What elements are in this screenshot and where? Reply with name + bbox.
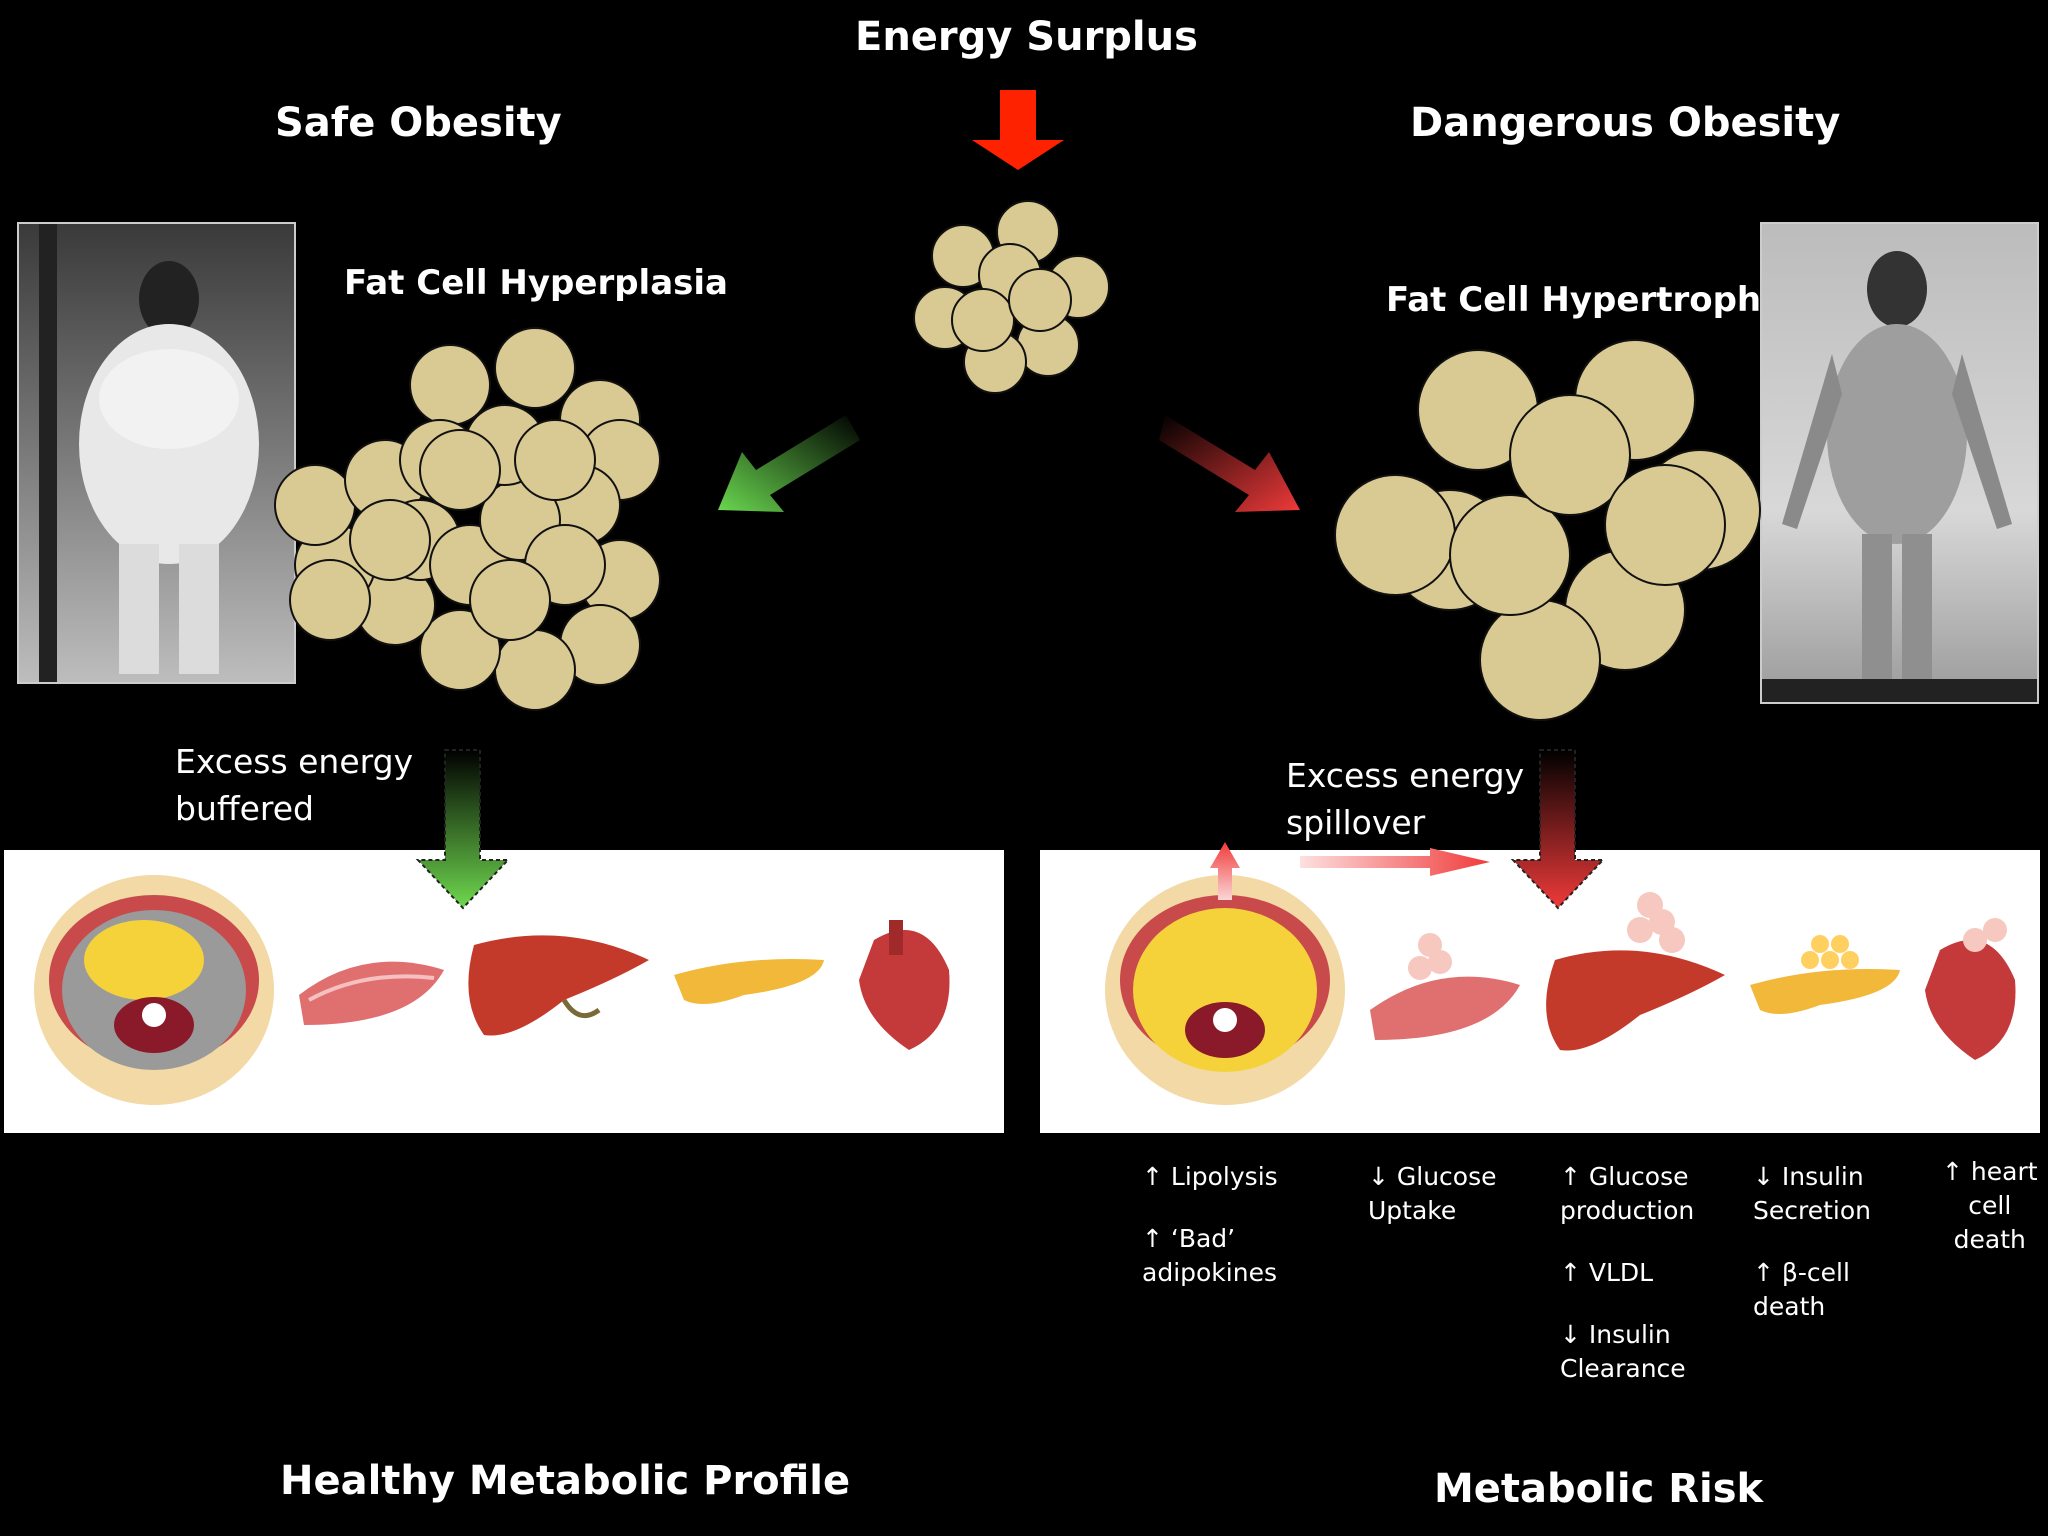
effect-column-heart: ↑ heart cell death (1942, 1155, 2038, 1285)
hypertrophy-fat-cell (1509, 394, 1631, 516)
muscle-icon (1370, 933, 1520, 1040)
hyperplasia-fat-cell (409, 344, 491, 426)
liver-icon (1546, 892, 1725, 1051)
hyperplasia-fat-cell (419, 429, 501, 511)
effect-item: ↑ Lipolysis (1142, 1162, 1278, 1191)
effect-column-liver: ↑ Glucose production ↑ VLDL ↓ Insulin Clea… (1560, 1160, 1694, 1414)
pancreas-icon (674, 959, 824, 1004)
dangerous-obesity-photo (1760, 222, 2039, 704)
hyperplasia-fat-cell (419, 609, 501, 691)
spillover-up-arrow (1210, 842, 1240, 900)
muscle-icon (299, 961, 444, 1025)
hyperplasia-fat-cell (494, 629, 576, 711)
effect-item: ↓ Insulin Clearance (1560, 1320, 1686, 1383)
pancreas-icon (1750, 935, 1900, 1014)
hyperplasia-fat-cell (494, 327, 576, 409)
hypertrophy-fat-cell (1449, 494, 1571, 616)
hypertrophy-label: Fat Cell Hypertrophy (1386, 280, 1784, 320)
hypertrophy-fat-cell (1604, 464, 1726, 586)
hyperplasia-fat-cell (349, 499, 431, 581)
page-title: Energy Surplus (855, 14, 1198, 60)
safe-diagonal-arrow (718, 415, 860, 512)
hyperplasia-label: Fat Cell Hyperplasia (344, 263, 728, 303)
dangerous-obesity-heading: Dangerous Obesity (1410, 100, 1841, 146)
effect-column-adipose: ↑ Lipolysis ↑ ‘Bad’ adipokines (1142, 1160, 1278, 1318)
spillover-note: Excess energy spillover (1286, 756, 1525, 842)
heart-icon (1925, 918, 2016, 1060)
buffered-down-arrow (415, 749, 511, 910)
effect-item: ↓ Glucose Uptake (1368, 1162, 1497, 1225)
small-fat-cell (951, 288, 1015, 352)
hypertrophy-fat-cell (1479, 599, 1601, 721)
spillover-right-arrow (1300, 848, 1490, 876)
abdomen-cross-section-icon (1105, 875, 1345, 1105)
liver-icon (468, 935, 649, 1036)
hyperplasia-fat-cell (514, 419, 596, 501)
effect-item: ↑ heart cell death (1942, 1157, 2038, 1254)
risk-organ-panel (1040, 850, 2040, 1133)
small-fat-cell (1008, 268, 1072, 332)
buffered-note: Excess energy buffered (175, 742, 414, 828)
effect-column-muscle: ↓ Glucose Uptake (1368, 1160, 1497, 1256)
healthy-outcome-label: Healthy Metabolic Profile (280, 1458, 851, 1504)
effect-column-pancreas: ↓ Insulin Secretion ↑ β-cell death (1753, 1160, 1871, 1352)
risk-outcome-label: Metabolic Risk (1434, 1466, 1764, 1512)
effect-item: ↑ Glucose production (1560, 1162, 1695, 1225)
effect-item: ↓ Insulin Secretion (1753, 1162, 1871, 1225)
hypertrophy-fat-cell (1334, 474, 1456, 596)
heart-icon (859, 920, 950, 1050)
effect-item: ↑ ‘Bad’ adipokines (1142, 1224, 1277, 1287)
abdomen-cross-section-icon (34, 875, 274, 1105)
healthy-organ-panel (4, 850, 1004, 1133)
fat-cell-clusters (274, 200, 1761, 721)
effect-item: ↑ β-cell death (1753, 1258, 1850, 1321)
surplus-down-arrow (972, 90, 1064, 170)
hyperplasia-fat-cell (274, 464, 356, 546)
hyperplasia-fat-cell (289, 559, 371, 641)
safe-obesity-photo (17, 222, 296, 684)
hyperplasia-fat-cell (469, 559, 551, 641)
safe-obesity-heading: Safe Obesity (275, 100, 562, 146)
effect-item: ↑ VLDL (1560, 1258, 1654, 1287)
spillover-down-arrow (1510, 749, 1606, 910)
risk-diagonal-arrow (1159, 415, 1300, 512)
